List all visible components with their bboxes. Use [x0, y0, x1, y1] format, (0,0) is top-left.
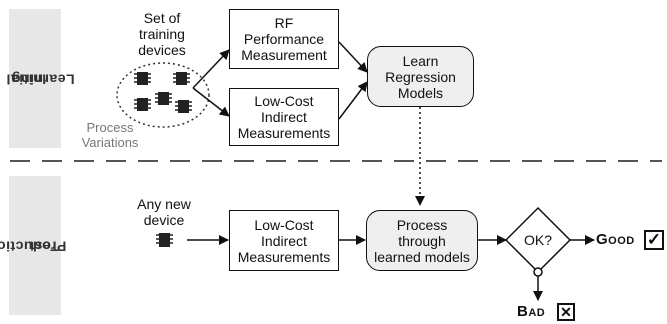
bad-label: Bad [517, 303, 546, 320]
good-label: Good [596, 231, 635, 248]
initial-learning-band [9, 9, 61, 148]
arrow-devices-to-rf [192, 49, 230, 89]
new-device-label: Any new device [137, 196, 191, 228]
training-devices-label: Set of training devices [138, 10, 186, 58]
rf-performance-box: RF Performance Measurement [229, 9, 339, 69]
chip-icon [134, 98, 151, 111]
chip-icon [173, 72, 190, 85]
chip-icon [175, 100, 192, 113]
chip-icon [155, 92, 172, 105]
production-label-line2: Test [28, 238, 59, 254]
arrow-devices-to-lowcost [192, 87, 230, 117]
initial-label-line2: Learning [11, 71, 76, 87]
bad-x-icon: ✕ [557, 303, 575, 321]
training-devices-group [116, 62, 210, 128]
process-variations-label: Process Variations [81, 120, 139, 150]
lowcost-production-box: Low-Cost Indirect Measurements [229, 210, 339, 271]
good-check-icon: ✓ [644, 230, 664, 250]
decision-label: OK? [523, 232, 552, 248]
decision-no-connector [533, 267, 543, 277]
new-device-chip-icon [156, 233, 173, 247]
production-test-band [9, 176, 61, 315]
lowcost-training-box: Low-Cost Indirect Measurements [229, 88, 339, 146]
arrow-rf-to-learn [338, 41, 368, 73]
process-models-box: Process through learned models [366, 210, 478, 271]
production-test-label: ProductionTest [0, 176, 66, 315]
learn-regression-box: Learn Regression Models [367, 46, 474, 107]
arrow-lowcost-to-learn [338, 81, 368, 120]
chip-icon [134, 72, 151, 85]
